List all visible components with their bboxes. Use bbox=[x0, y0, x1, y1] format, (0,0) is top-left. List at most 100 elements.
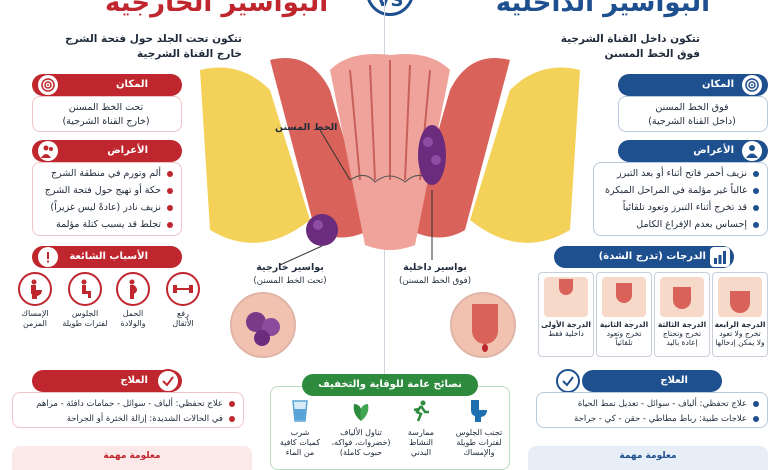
tips-header: نصائح عامة للوقاية والتخفيف bbox=[302, 374, 478, 396]
cause-label: المزمن bbox=[22, 319, 48, 328]
external-symptoms-header: الأعراض bbox=[32, 140, 182, 162]
anatomy-illustration bbox=[200, 54, 580, 266]
external-symptom-item: نزيف نادر (عادةً ليس غزيراً) bbox=[50, 202, 173, 214]
cause-item: الإمساك المزمن bbox=[12, 272, 58, 329]
dentate-line bbox=[349, 175, 431, 183]
cause-item: رفع الأثقال bbox=[160, 272, 206, 329]
grade-desc: إعادة باليد bbox=[666, 338, 698, 347]
vs-badge: VS bbox=[366, 0, 414, 16]
external-symptom-item: حكة أو تهيج حول فتحة الشرج bbox=[45, 185, 174, 197]
tip-label: البدني bbox=[410, 448, 432, 457]
grade-title: الدرجة الثالثة bbox=[657, 320, 707, 329]
grade-card: الدرجة الثالثة تخرج وتحتاج إعادة باليد bbox=[654, 272, 710, 357]
tip-label: النشاط bbox=[408, 438, 434, 447]
tip-label: كميات كافية bbox=[279, 438, 321, 447]
bar-chart-icon bbox=[710, 247, 730, 267]
cause-item: الجلوس لفترات طويلة bbox=[60, 272, 110, 329]
cause-label: الأثقال bbox=[172, 319, 194, 328]
external-diagram-label: بواسير خارجية bbox=[256, 262, 324, 273]
person-icon bbox=[742, 141, 762, 161]
tip-label: تناول الألياف bbox=[340, 428, 382, 437]
tip-item: شرب كميات كافية من الماء bbox=[272, 398, 328, 458]
muscle-right bbox=[410, 58, 510, 238]
grade-title: الدرجة الرابعة bbox=[714, 320, 766, 329]
tip-label: والإمساك bbox=[463, 448, 495, 457]
external-location-line1: تحت الخط المسنن bbox=[68, 102, 144, 113]
target-icon bbox=[742, 75, 762, 95]
internal-title: البواسير الداخلية bbox=[495, 0, 710, 18]
internal-note: معلومة مهمة bbox=[528, 446, 768, 470]
tip-item: ممارسة النشاط البدني bbox=[392, 398, 450, 458]
muscle-left bbox=[270, 58, 370, 238]
cause-label: لفترات طويلة bbox=[62, 319, 108, 328]
external-intro: تتكون تحت الجلد حول فتحة الشرج خارج القن… bbox=[62, 32, 242, 62]
internal-closeup bbox=[450, 292, 516, 358]
internal-treatment-box: علاج تحفظي: ألياف - سوائل - تعديل نمط ال… bbox=[536, 392, 768, 428]
tips-panel bbox=[270, 386, 510, 470]
fat-tissue-right bbox=[470, 67, 580, 243]
leaf-icon bbox=[348, 398, 374, 424]
toilet-icon bbox=[18, 272, 52, 306]
internal-treatment-header: العلاج bbox=[556, 369, 722, 393]
grade-desc: تخرج وتحتاج bbox=[662, 329, 702, 338]
grade-desc: داخلية فقط bbox=[548, 329, 584, 338]
cause-label: رفع bbox=[177, 309, 189, 318]
target-icon bbox=[38, 75, 58, 95]
external-location-line2: (خارج القناة الشرجية) bbox=[62, 116, 150, 127]
grade-desc: ولا يمكن إدخالها bbox=[715, 338, 765, 347]
internal-location-box: فوق الخط المسنن (داخل القناة الشرجية) bbox=[618, 96, 768, 132]
cause-item: الحمل والولادة bbox=[110, 272, 156, 329]
external-causes-header: الأسباب الشائعة bbox=[32, 246, 182, 268]
pregnancy-icon bbox=[116, 272, 150, 306]
external-intro-line1: تتكون تحت الجلد حول فتحة الشرج bbox=[65, 33, 242, 45]
tip-label: حبوب كاملة) bbox=[339, 448, 383, 457]
external-note: معلومة مهمة bbox=[12, 446, 252, 470]
tip-item: تجنب الجلوس لفترات طويلة والإمساك bbox=[450, 398, 508, 458]
external-diagram-sublabel: (تحت الخط المسنن) bbox=[253, 276, 327, 286]
check-icon bbox=[156, 369, 180, 393]
external-symptoms-box: ألم وتورم في منطقة الشرج حكة أو تهيج حول… bbox=[32, 162, 182, 236]
internal-hemorrhoid-shape bbox=[418, 125, 446, 185]
external-causes-title: الأسباب الشائعة bbox=[69, 251, 148, 262]
tip-label: تجنب الجلوس bbox=[455, 428, 503, 437]
internal-location-header: المكان bbox=[618, 74, 768, 96]
external-location-title: المكان bbox=[116, 79, 148, 90]
grade-card: الدرجة الثانية تخرج وتعود تلقائياً bbox=[596, 272, 652, 357]
grade-card: الدرجة الرابعة تخرج ولا تعود ولا يمكن إد… bbox=[712, 272, 768, 357]
tip-label: من الماء bbox=[285, 448, 315, 457]
grade-desc: تخرج وتعود تلقائياً bbox=[606, 329, 642, 347]
external-intro-line2: خارج القناة الشرجية bbox=[137, 48, 242, 60]
tip-label: لفترات طويلة bbox=[456, 438, 502, 447]
internal-symptom-item: قد تخرج أثناء التبرز وتعود تلقائياً bbox=[623, 202, 760, 214]
external-treatment-box: علاج تحفظي: ألياف - سوائل - حمامات دافئة… bbox=[12, 392, 244, 428]
internal-grading-title: الدرجات (تدرج الشدة) bbox=[598, 251, 706, 262]
external-location-header: المكان bbox=[32, 74, 182, 96]
dumbbell-icon bbox=[166, 272, 200, 306]
sitting-icon bbox=[68, 272, 102, 306]
internal-diagram-label: بواسير داخلية bbox=[403, 262, 467, 273]
internal-treatment-item: علاج تحفظي: ألياف - سوائل - تعديل نمط ال… bbox=[578, 398, 760, 410]
grade-card: الدرجة الأولى داخلية فقط bbox=[538, 272, 594, 357]
external-treatment-title: العلاج bbox=[120, 375, 148, 386]
internal-symptom-item: إحساس بعدم الإفراغ الكامل bbox=[636, 219, 759, 231]
people-icon bbox=[38, 141, 58, 161]
check-icon bbox=[556, 369, 580, 393]
running-icon bbox=[408, 398, 434, 424]
toilet-icon bbox=[466, 398, 492, 424]
internal-symptoms-title: الأعراض bbox=[693, 145, 734, 156]
internal-location-line1: فوق الخط المسنن bbox=[655, 102, 729, 113]
internal-symptoms-header: الأعراض bbox=[618, 140, 768, 162]
internal-intro: تتكون داخل القناة الشرجية فوق الخط المسن… bbox=[540, 32, 700, 62]
external-symptom-item: ألم وتورم في منطقة الشرج bbox=[51, 168, 174, 180]
internal-symptoms-box: نزيف أحمر فاتح أثناء أو بعد التبرز غالبا… bbox=[593, 162, 768, 236]
internal-symptom-item: نزيف أحمر فاتح أثناء أو بعد التبرز bbox=[617, 168, 759, 180]
tip-item: تناول الألياف (خضروات، فواكه، حبوب كاملة… bbox=[330, 398, 392, 458]
external-title: البواسير الخارجية bbox=[105, 0, 329, 18]
external-treatment-item: في الحالات الشديدة: إزالة الخثرة أو الجر… bbox=[67, 413, 236, 425]
cause-label: والولادة bbox=[120, 319, 146, 328]
internal-diagram-sublabel: (فوق الخط المسنن) bbox=[398, 276, 472, 286]
cause-label: الإمساك bbox=[21, 309, 49, 318]
water-glass-icon bbox=[287, 398, 313, 424]
alert-icon bbox=[38, 247, 58, 267]
external-treatment-item: علاج تحفظي: ألياف - سوائل - حمامات دافئة… bbox=[36, 398, 235, 410]
